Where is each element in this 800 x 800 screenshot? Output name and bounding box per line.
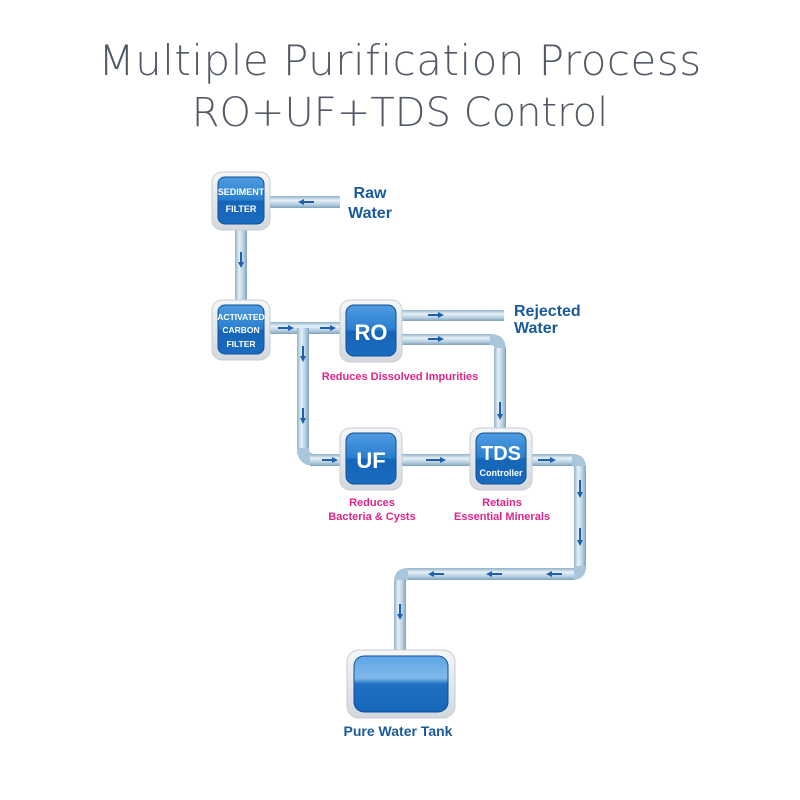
- pipes: [235, 196, 586, 652]
- title-line-2: RO+UF+TDS Control: [191, 90, 609, 136]
- ro-label: RO: [355, 320, 388, 345]
- pipe-ro-reject: [400, 310, 504, 321]
- pure-water-tank: [346, 649, 456, 719]
- arrow-down-icon: [238, 252, 244, 268]
- arrow-left-icon: [298, 199, 314, 205]
- arrow-right-icon: [538, 457, 556, 463]
- tds-controller: TDS Controller: [469, 427, 533, 491]
- sediment-filter: SEDIMENT FILTER: [211, 171, 271, 231]
- tank-caption: Pure Water Tank: [344, 723, 453, 739]
- arrow-right-icon: [428, 312, 444, 318]
- carbon-label-1: ACTIVATED: [217, 312, 264, 322]
- arrow-down-icon: [300, 408, 306, 424]
- carbon-label-3: FILTER: [226, 339, 255, 349]
- flow-arrows: [238, 199, 583, 620]
- carbon-label-2: CARBON: [222, 325, 259, 335]
- pipe-ro-product: [400, 334, 492, 345]
- arrow-down-icon: [497, 402, 503, 420]
- sediment-label-1: SEDIMENT: [218, 187, 265, 197]
- ro-membrane: RO: [339, 299, 403, 363]
- tds-sublabel: Controller: [479, 468, 522, 478]
- rejected-water-label-1: Rejected: [514, 303, 581, 320]
- arrow-down-icon: [577, 528, 583, 546]
- pipe-tee-down: [297, 328, 309, 454]
- arrow-right-icon: [322, 457, 338, 463]
- arrow-right-icon: [320, 325, 336, 331]
- ro-caption: Reduces Dissolved Impurities: [322, 371, 479, 383]
- uf-caption-1: Reduces: [349, 497, 395, 509]
- uf-membrane: UF: [339, 427, 403, 491]
- tds-label: TDS: [481, 443, 521, 465]
- carbon-filter: ACTIVATED CARBON FILTER: [211, 299, 271, 361]
- arrow-left-icon: [428, 571, 444, 577]
- title-line-1: Multiple Purification Process: [98, 36, 702, 85]
- arrow-right-icon: [426, 457, 446, 463]
- arrow-right-icon: [278, 325, 294, 331]
- uf-caption-2: Bacteria & Cysts: [328, 511, 415, 523]
- pipe-ro-tds-vertical: [494, 348, 506, 430]
- tds-caption-2: Essential Minerals: [454, 511, 550, 523]
- arrow-left-icon: [486, 571, 502, 577]
- arrow-down-icon: [577, 480, 583, 498]
- raw-water-label-1: Raw: [354, 185, 387, 202]
- sediment-label-2: FILTER: [226, 204, 257, 214]
- arrow-down-icon: [397, 604, 403, 620]
- arrow-down-icon: [300, 346, 306, 362]
- raw-water-label-2: Water: [348, 205, 392, 222]
- tds-caption-1: Retains: [482, 497, 522, 509]
- arrow-left-icon: [546, 571, 562, 577]
- rejected-water-label-2: Water: [514, 320, 558, 337]
- uf-label: UF: [356, 448, 385, 473]
- arrow-right-icon: [428, 336, 444, 342]
